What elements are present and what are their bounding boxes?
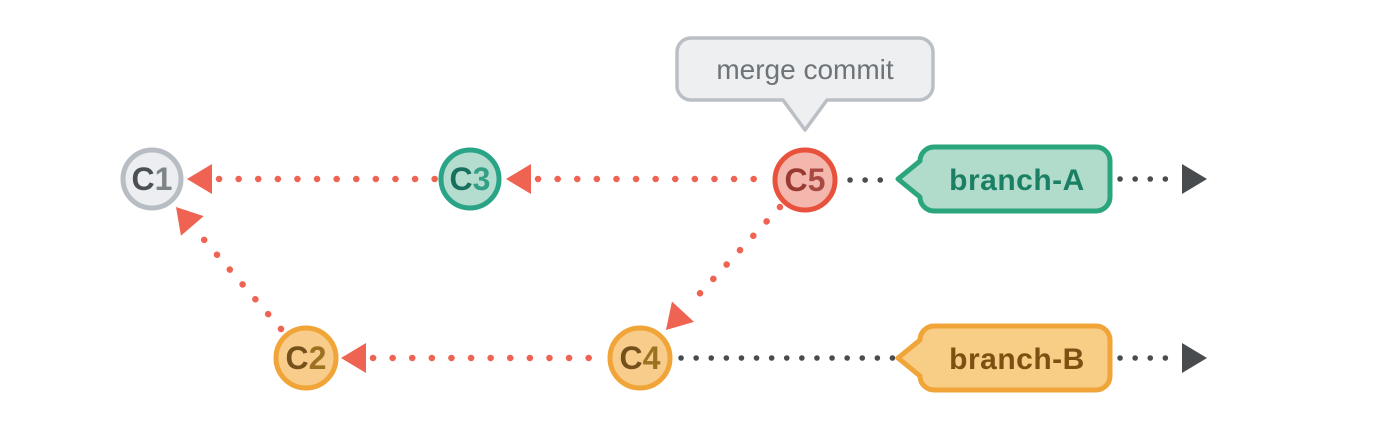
arrowhead-into-c1-left	[187, 164, 212, 194]
tooltip-text: merge commit	[716, 54, 894, 85]
branch-a-tag-shape	[895, 144, 1113, 214]
commit-c4-circle	[607, 325, 673, 391]
arrowhead-into-c3	[506, 164, 531, 194]
commit-node-c1: C1	[120, 147, 184, 211]
commit-node-c2: C2	[273, 325, 339, 391]
arrowhead-into-c1-diagonal	[176, 207, 204, 236]
commit-c3-label: C3	[450, 161, 491, 197]
branch-b-tag-label: branch-B	[949, 343, 1085, 376]
edge-c2-c1-dots	[196, 231, 285, 333]
commit-c5-circle	[772, 147, 838, 213]
arrowhead-into-c2	[341, 343, 366, 373]
timeline-branch-b	[678, 343, 1207, 373]
commit-node-c5: C5	[772, 147, 838, 213]
edge-c3-to-c1	[187, 164, 442, 194]
tooltip-bubble-shape	[675, 36, 935, 132]
edge-c2-to-c1	[176, 207, 285, 333]
commit-c5-label: C5	[785, 162, 826, 198]
commit-node-c4: C4	[607, 325, 673, 391]
edge-c4-to-c2	[341, 343, 610, 373]
branch-a-tag-label: branch-A	[949, 164, 1085, 197]
edge-c5-to-c3	[506, 164, 776, 194]
merge-commit-tooltip: merge commit	[675, 36, 935, 132]
arrowhead-into-c4	[666, 301, 694, 330]
commit-c3-circle	[438, 147, 502, 211]
commit-c4-label: C4	[620, 340, 661, 376]
branch-b-tag-shape	[895, 323, 1113, 393]
edge-c5-to-c4	[666, 203, 784, 330]
commit-c2-label: C2	[286, 340, 327, 376]
commit-node-c3: C3	[438, 147, 502, 211]
timeline-a-arrowhead	[1182, 164, 1207, 194]
timeline-b-arrowhead	[1182, 343, 1207, 373]
commit-c2-circle	[273, 325, 339, 391]
timeline-branch-a	[847, 164, 1207, 194]
edge-c5-c4-dots	[687, 203, 784, 307]
commit-c1-label: C1	[132, 161, 173, 197]
branch-b-tag: branch-B	[895, 323, 1113, 393]
branch-a-tag: branch-A	[895, 144, 1113, 214]
commit-c1-circle	[120, 147, 184, 211]
